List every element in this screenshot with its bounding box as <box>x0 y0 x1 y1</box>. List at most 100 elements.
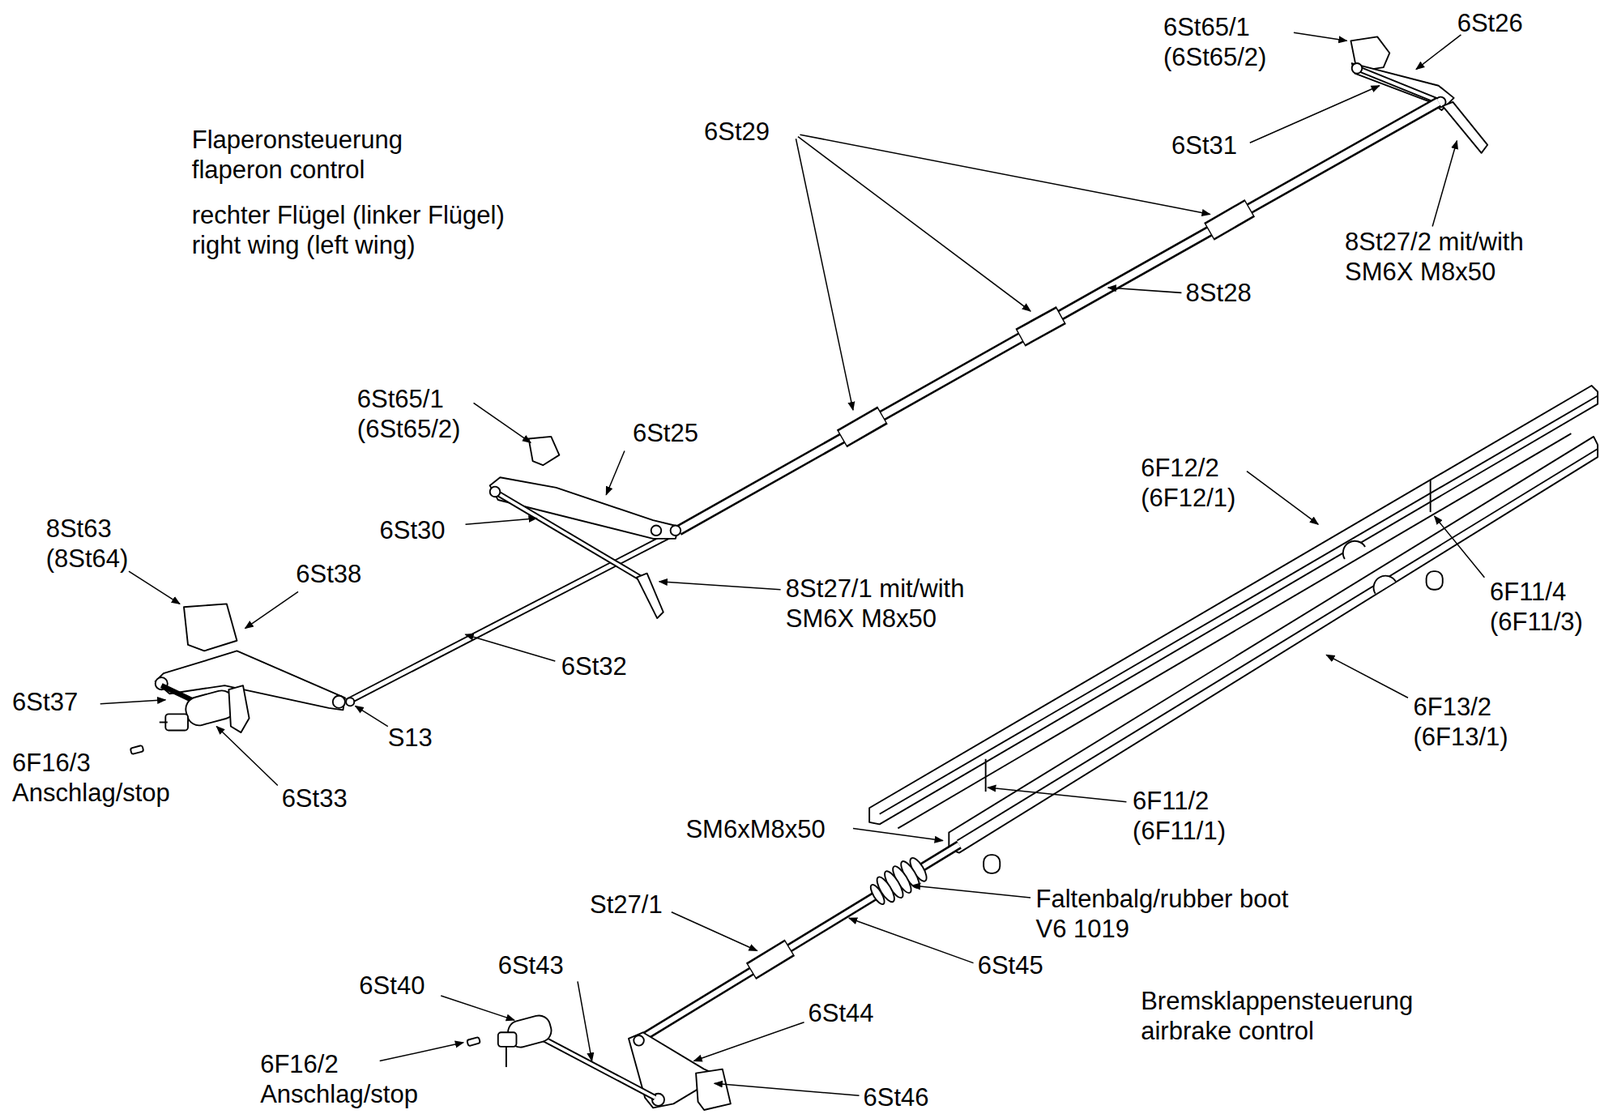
rib <box>1429 479 1432 512</box>
leader-line <box>694 1022 805 1062</box>
rubber-boot <box>868 855 931 906</box>
rod <box>637 844 960 1042</box>
rod <box>637 844 960 1042</box>
stop-block <box>498 1032 517 1047</box>
bracket <box>183 603 237 651</box>
pivot <box>651 524 662 536</box>
callout-label: 6St25 <box>632 418 699 448</box>
leader-line <box>128 571 180 604</box>
pivot <box>490 486 501 498</box>
leader-line <box>714 1083 860 1096</box>
callout-label: 8St63 (8St64) <box>46 513 116 574</box>
rod <box>346 530 679 703</box>
leader-line <box>605 451 625 495</box>
callout-label: 6F12/2 (6F12/1) <box>1140 452 1223 513</box>
leader-line <box>379 1042 464 1062</box>
leader-line <box>1108 287 1182 293</box>
sleeve <box>1019 315 1061 338</box>
leader-line <box>1432 140 1457 227</box>
callout-label: S13 <box>388 722 433 753</box>
bracket <box>529 436 560 466</box>
stop <box>466 1036 481 1046</box>
damper-mount <box>228 685 249 733</box>
callout-label: 6St33 <box>281 783 348 814</box>
callout-label: Faltenbalg/rubber boot V6 1019 <box>1035 883 1292 944</box>
callout-label: St27/1 <box>589 889 663 920</box>
fork-end <box>1442 102 1488 154</box>
leader-line <box>216 726 278 786</box>
rod <box>542 1038 656 1098</box>
leader-line <box>1293 32 1347 41</box>
rod <box>1356 68 1441 103</box>
callout-label: 6F16/2 Anschlag/stop <box>260 1049 342 1110</box>
cutout <box>1343 541 1366 559</box>
pivot <box>1352 63 1363 74</box>
rail-web <box>897 433 1571 828</box>
callout-label: 8St27/2 mit/with SM6X M8x50 <box>1344 226 1528 287</box>
tube <box>678 102 1439 531</box>
rod <box>346 530 679 703</box>
rail <box>948 436 1598 854</box>
stop <box>130 745 145 755</box>
leader-line <box>355 705 389 726</box>
bellcrank <box>155 650 346 710</box>
leader-line <box>465 634 555 662</box>
callout-label: 6F11/2 (6F11/1) <box>1132 785 1213 846</box>
leader-line <box>853 827 943 841</box>
callout-label: 6F11/4 (6F11/3) <box>1489 576 1571 637</box>
sleeve <box>842 415 882 439</box>
leader-line <box>912 885 1031 898</box>
leader-line <box>659 581 781 590</box>
leader-line <box>795 138 854 410</box>
sleeve <box>841 208 1251 440</box>
tube-stub <box>983 854 1000 874</box>
fork-end <box>636 573 664 619</box>
leader-line <box>577 981 593 1061</box>
rail <box>869 385 1598 824</box>
pivot <box>332 695 346 709</box>
leader-line <box>100 699 167 704</box>
leader-line <box>1326 654 1408 698</box>
callout-label: Flaperonsteuerung flaperon control <box>192 124 407 185</box>
sleeve <box>841 414 883 439</box>
leader-line <box>465 518 537 525</box>
callout-label: 6St37 <box>12 686 78 717</box>
leader-line <box>1416 34 1461 70</box>
callout-label: SM6xM8x50 <box>685 814 825 845</box>
leader-line <box>440 995 515 1020</box>
airbrake-linkage <box>466 385 1598 1110</box>
sleeve <box>751 947 789 971</box>
callout-label: 6St44 <box>808 998 875 1029</box>
callout-label: rechter Flügel (linker Flügel) right win… <box>192 200 508 261</box>
callout-label: 8St28 <box>1186 277 1252 308</box>
leader-line <box>987 787 1127 803</box>
pivot <box>633 1035 645 1046</box>
callout-label: 6St40 <box>358 970 425 1001</box>
callout-label: 6St65/1 (6St65/2) <box>357 384 448 444</box>
callout-label: 6St30 <box>379 515 446 546</box>
callout-label: 6St45 <box>977 950 1044 981</box>
callout-label: 6St38 <box>295 558 362 589</box>
callout-label: 6St65/1 (6St65/2) <box>1163 12 1254 73</box>
callout-label: 6F16/3 Anschlag/stop <box>12 747 94 808</box>
sleeve <box>1210 208 1250 231</box>
rail-edge <box>879 396 1598 815</box>
leader-line <box>245 591 299 628</box>
stop-pin <box>505 1046 508 1067</box>
leader-line <box>849 917 974 963</box>
leader-lines <box>100 32 1485 1096</box>
callout-label: 6St26 <box>1457 8 1524 39</box>
callout-label: Bremsklappensteuerung airbrake control <box>1140 985 1417 1046</box>
callout-label: 6St43 <box>498 950 564 981</box>
stop-pin <box>159 721 168 724</box>
leader-line <box>1434 516 1485 578</box>
rod <box>1356 68 1441 103</box>
leader-line <box>1246 471 1319 525</box>
stop-block <box>165 713 188 730</box>
tube-stub <box>1426 571 1443 590</box>
leader-line <box>800 134 1211 214</box>
callout-label: 6F13/2 (6F13/1) <box>1412 691 1495 752</box>
rib <box>985 759 987 792</box>
leader-line <box>797 136 1031 312</box>
